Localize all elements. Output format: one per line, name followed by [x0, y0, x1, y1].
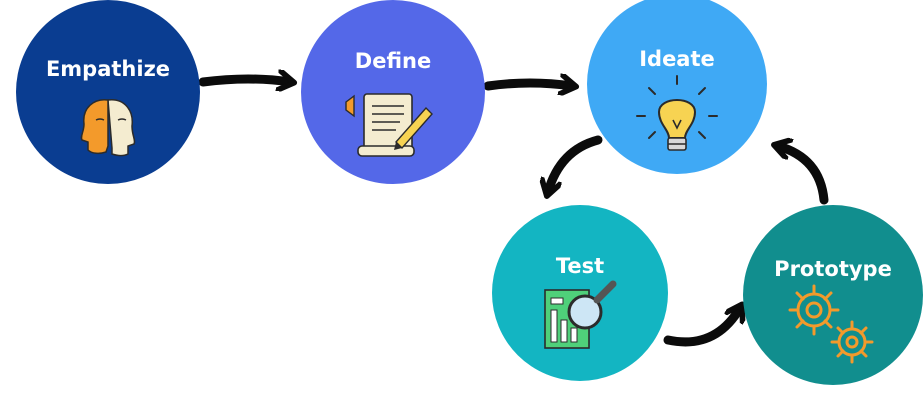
arrow-ideate-to-test	[548, 135, 603, 192]
arrow-test-to-prototype	[663, 308, 740, 347]
magnifier-chart-icon	[544, 280, 617, 349]
stage-empathize-circle	[16, 0, 200, 184]
stage-define-circle	[301, 0, 485, 184]
stage-prototype-label: Prototype	[774, 257, 892, 281]
stage-define-label: Define	[355, 49, 431, 73]
stage-ideate-circle	[587, 0, 767, 174]
stage-test-label: Test	[556, 254, 604, 278]
stage-define: Define	[301, 0, 485, 184]
connectors	[198, 79, 829, 347]
arrow-define-to-ideate	[483, 83, 572, 86]
stage-ideate-label: Ideate	[639, 47, 715, 71]
arrow-empathize-to-define	[198, 79, 290, 82]
arrow-prototype-to-ideate	[778, 146, 829, 205]
gears-icon	[788, 284, 874, 364]
stage-prototype: Prototype	[743, 205, 923, 385]
stage-empathize-label: Empathize	[46, 57, 170, 81]
stage-empathize: Empathize	[16, 0, 200, 184]
stage-test: Test	[492, 205, 668, 381]
stage-ideate: Ideate	[587, 0, 767, 174]
document-pen-icon	[345, 93, 433, 157]
lightbulb-icon	[636, 75, 718, 151]
stage-prototype-circle	[743, 205, 923, 385]
two-faces-icon	[80, 99, 136, 157]
